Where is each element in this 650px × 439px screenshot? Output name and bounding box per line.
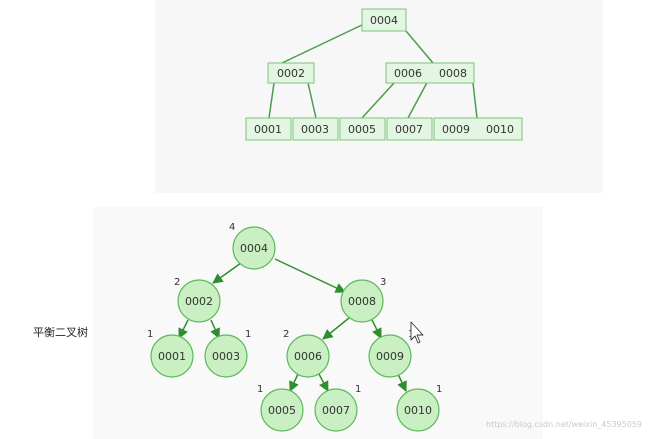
avl-node-circle	[368, 334, 412, 378]
avl-edge	[397, 373, 407, 392]
btree-node-0002: 0002	[267, 62, 315, 84]
avl-edges	[178, 258, 407, 392]
avl-node-key: 0003	[212, 350, 240, 363]
avl-node-circle	[260, 388, 304, 432]
node-height-label: 1	[257, 384, 263, 395]
node-height-label: 2	[174, 277, 180, 288]
avl-edge	[322, 317, 350, 340]
btree-edge	[472, 82, 478, 119]
avl-edge	[212, 262, 242, 284]
btree-node-0006-0008: 0006 0008	[385, 62, 475, 84]
avl-edge	[210, 319, 220, 339]
btree-panel	[155, 0, 603, 193]
avl-node-circle	[314, 388, 358, 432]
btree-edge	[307, 82, 317, 119]
avl-nodes	[150, 226, 440, 432]
avl-edge	[289, 373, 299, 392]
avl-node-circle	[204, 334, 248, 378]
avl-edge	[274, 258, 346, 293]
node-height-label: 1	[355, 384, 361, 395]
source-watermark: https://blog.csdn.net/weixin_45395059	[485, 420, 642, 429]
mouse-cursor-icon	[410, 321, 424, 344]
node-height-label: 1	[147, 329, 153, 340]
btree-edge	[281, 23, 365, 64]
node-height-label: 3	[380, 277, 386, 288]
avl-node-circle	[150, 334, 194, 378]
btree-leaf-row: 0001 0003 0005 0007 0009 0010	[245, 117, 523, 141]
avl-node-key: 0002	[185, 295, 213, 308]
avl-node-circle	[286, 334, 330, 378]
btree-leaf-key: 0007	[395, 123, 423, 136]
avl-edge	[371, 319, 382, 339]
avl-node-circle	[177, 279, 221, 323]
btree-edge	[405, 30, 434, 64]
avl-node-key: 0009	[376, 350, 404, 363]
avl-node-key: 0005	[268, 404, 296, 417]
avl-node-circle	[340, 279, 384, 323]
btree-root-node: 0004	[361, 8, 407, 32]
btree-leaf-key: 0003	[301, 123, 329, 136]
btree-key: 0002	[277, 67, 305, 80]
btree-edge	[361, 82, 395, 119]
btree-key: 0004	[370, 14, 398, 27]
node-height-label: 4	[229, 222, 235, 233]
avl-node-key: 0010	[404, 404, 432, 417]
avl-tree-caption: 平衡二叉树	[33, 326, 88, 339]
node-height-label: 1	[436, 384, 442, 395]
node-height-label: 1	[245, 329, 251, 340]
btree-key: 0008	[439, 67, 467, 80]
avl-edge	[318, 373, 329, 392]
avl-keys: 0004 0002 0008 0001 0003 0006 0009 0005 …	[158, 242, 432, 417]
avl-node-key: 0007	[322, 404, 350, 417]
avl-node-circle	[396, 388, 440, 432]
avl-node-key: 0001	[158, 350, 186, 363]
btree-leaf-key: 0005	[348, 123, 376, 136]
btree-edge	[268, 82, 275, 119]
btree-leaf-key: 0001	[254, 123, 282, 136]
btree-key: 0006	[394, 67, 422, 80]
avl-node-key: 0006	[294, 350, 322, 363]
avl-node-key: 0004	[240, 242, 268, 255]
avl-edge	[178, 319, 189, 339]
btree-leaf-key: 0009	[442, 123, 470, 136]
avl-node-key: 0008	[348, 295, 376, 308]
btree-leaf-key: 0010	[486, 123, 514, 136]
avl-node-circle	[232, 226, 276, 270]
node-height-label: 2	[283, 329, 289, 340]
